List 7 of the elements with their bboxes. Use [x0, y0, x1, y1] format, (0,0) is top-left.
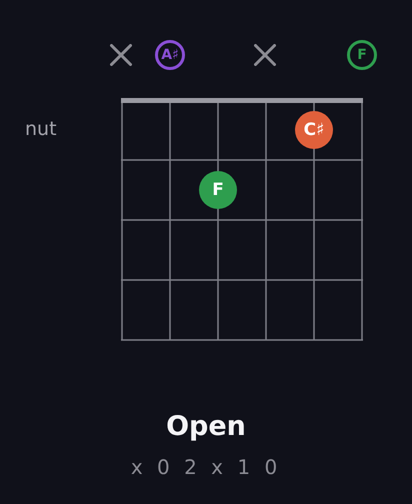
open-string-marker: A♯ [155, 40, 185, 70]
open-string-marker: F [347, 40, 377, 70]
finger-dot: F [199, 171, 237, 209]
nut-label: nut [25, 118, 57, 140]
fret-pattern-text: x 0 2 x 1 0 [130, 455, 282, 479]
finger-dot: C♯ [295, 111, 333, 149]
chord-title: Open [166, 411, 246, 442]
